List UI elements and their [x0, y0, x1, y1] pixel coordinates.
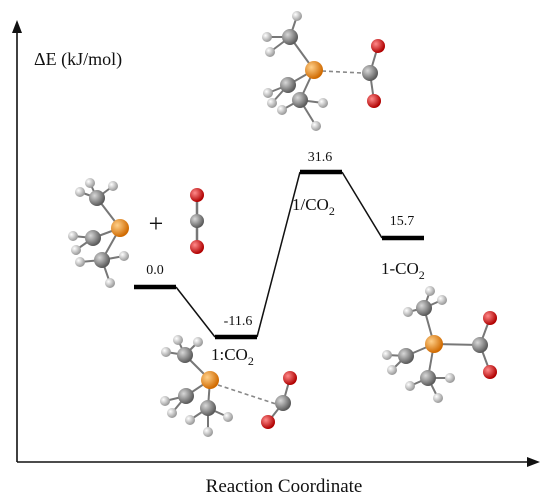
molecule-transition-state	[262, 11, 385, 131]
molecule-product	[382, 286, 497, 403]
plus-sign: +	[149, 209, 164, 238]
y-axis-arrow	[12, 20, 22, 33]
connector-2-3	[341, 171, 383, 239]
energy-value-complex: -11.6	[224, 314, 253, 329]
species-label-complex: 1:CO2	[211, 345, 254, 368]
energy-value-product: 15.7	[390, 214, 415, 229]
molecule-complex	[160, 335, 297, 437]
molecule-co2-reactant	[190, 188, 204, 254]
energy-value-reactants: 0.0	[146, 263, 164, 278]
energy-profile: 0.0 -11.6 31.6 15.7 1:CO2 1/CO2 1-CO2	[134, 150, 425, 368]
x-axis-arrow	[527, 457, 540, 467]
molecule-pme3-reactant	[68, 178, 129, 288]
energy-value-transition-state: 31.6	[308, 150, 333, 165]
axes: ΔE (kJ/mol) Reaction Coordinate	[12, 20, 540, 497]
species-label-product: 1-CO2	[381, 259, 425, 282]
connector-0-1	[175, 286, 216, 338]
y-axis-label: ΔE (kJ/mol)	[34, 49, 122, 70]
species-label-transition-state: 1/CO2	[292, 195, 335, 218]
x-axis-label: Reaction Coordinate	[206, 476, 363, 497]
connector-1-2	[256, 171, 301, 338]
